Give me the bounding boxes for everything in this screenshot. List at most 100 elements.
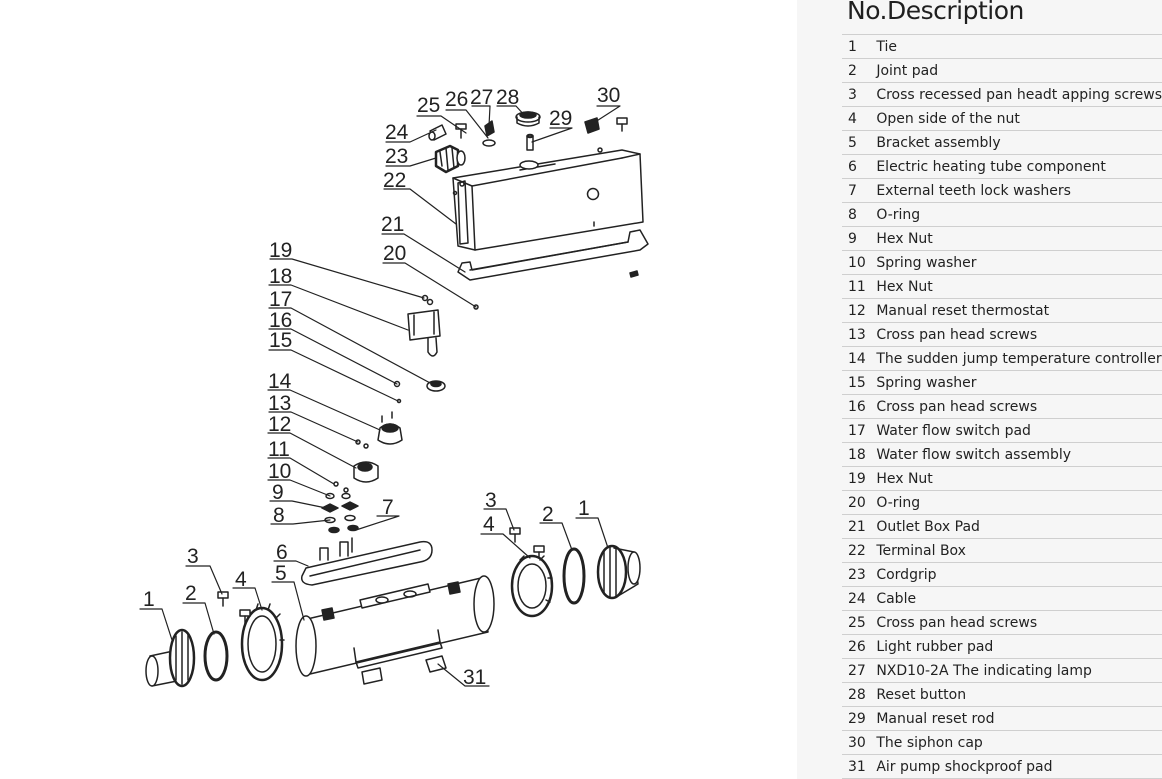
nuts-and-washers (321, 492, 359, 534)
callout-9: 9 (272, 481, 284, 504)
callout-3-left: 3 (187, 545, 199, 568)
part-description: Water flow switch pad (876, 418, 1162, 443)
callout-7: 7 (382, 496, 394, 519)
part-description: Bracket assembly (876, 130, 1162, 155)
shockproof-pads (361, 655, 447, 685)
callout-1-left: 1 (143, 588, 155, 611)
part-number: 2 (842, 58, 877, 83)
part-number: 9 (842, 226, 877, 251)
part-description: Manual reset rod (876, 706, 1162, 731)
callout-11: 11 (268, 438, 290, 461)
callout-21: 21 (381, 213, 404, 236)
jump-temperature-controller (355, 380, 403, 449)
callout-26: 26 (445, 88, 468, 111)
part-number: 21 (842, 514, 877, 539)
part-number: 11 (842, 274, 877, 299)
part-description: NXD10-2A The indicating lamp (876, 658, 1162, 683)
part-description: Water flow switch assembly (876, 442, 1162, 467)
left-tie-fitting (145, 628, 196, 688)
part-description: Electric heating tube component (876, 154, 1162, 179)
part-description: Cable (876, 586, 1162, 611)
callout-31: 31 (463, 666, 486, 689)
callout-23: 23 (385, 145, 408, 168)
part-description: O-ring (876, 202, 1162, 227)
part-number: 13 (842, 322, 877, 347)
part-description: Hex Nut (876, 466, 1162, 491)
part-number: 8 (842, 202, 877, 227)
callout-15: 15 (269, 329, 292, 352)
part-number: 31 (842, 754, 877, 779)
part-description: External teeth lock washers (876, 178, 1162, 203)
cordgrip (434, 144, 466, 174)
small-screws-top (455, 117, 628, 147)
part-description: Reset button (876, 682, 1162, 707)
terminal-box (452, 147, 644, 251)
callout-3-right: 3 (485, 489, 497, 512)
part-number: 27 (842, 658, 877, 683)
part-number: 3 (842, 82, 877, 107)
callout-27: 27 (470, 86, 493, 109)
part-number: 15 (842, 370, 877, 395)
right-joint-pad (509, 527, 586, 605)
manual-reset-thermostat (333, 461, 379, 493)
callout-24: 24 (385, 121, 409, 144)
part-number: 4 (842, 106, 877, 131)
callout-10: 10 (268, 460, 291, 483)
callout-20: 20 (383, 242, 406, 265)
exploded-view-drawing: 25 26 27 28 29 30 24 23 22 21 20 19 18 1… (139, 84, 649, 689)
part-description: Cross recessed pan headt apping screws (876, 82, 1162, 107)
part-number: 17 (842, 418, 877, 443)
left-joint-pad (203, 591, 229, 682)
part-description: Cross pan head screws (876, 610, 1162, 635)
part-number: 19 (842, 466, 877, 491)
part-description: Hex Nut (876, 274, 1162, 299)
callout-labels: 25 26 27 28 29 30 24 23 22 21 20 19 18 1… (143, 84, 620, 689)
callout-14: 14 (268, 370, 292, 393)
part-number: 18 (842, 442, 877, 467)
left-union-nut (239, 603, 285, 682)
part-description: O-ring (876, 490, 1162, 515)
callout-30: 30 (597, 84, 620, 107)
part-number: 5 (842, 130, 877, 155)
part-description: Outlet Box Pad (876, 514, 1162, 539)
part-description: Air pump shockproof pad (876, 754, 1162, 779)
exploded-parts-diagram: 25 26 27 28 29 30 24 23 22 21 20 19 18 1… (139, 84, 649, 689)
callout-6: 6 (276, 541, 288, 564)
callout-22: 22 (383, 169, 406, 192)
part-number: 23 (842, 562, 877, 587)
part-description: Cordgrip (876, 562, 1162, 587)
part-number: 30 (842, 730, 877, 755)
part-description: Joint pad (876, 58, 1162, 83)
callout-29: 29 (549, 107, 572, 130)
part-number: 25 (842, 610, 877, 635)
part-description: Tie (876, 34, 1162, 59)
part-description: The siphon cap (876, 730, 1162, 755)
part-description: The sudden jump temperature controller (876, 346, 1162, 371)
